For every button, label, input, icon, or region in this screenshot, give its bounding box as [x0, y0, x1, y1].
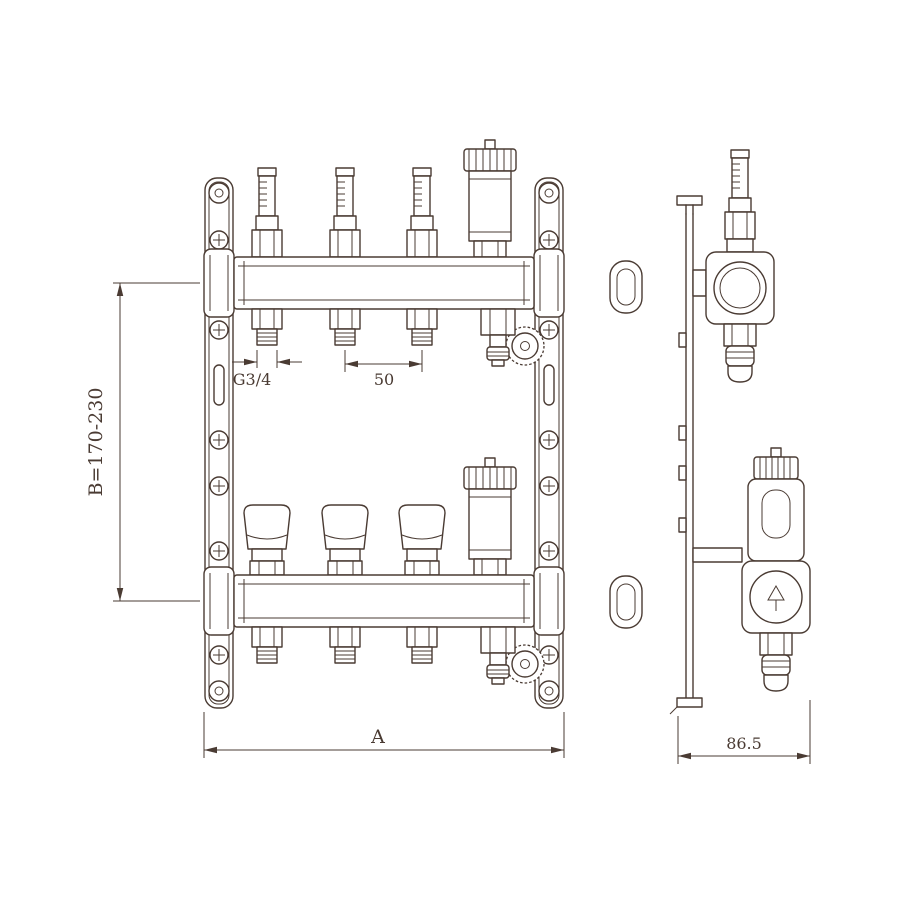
bracket-tab — [678, 332, 687, 348]
air-vent-cap-side — [753, 456, 799, 480]
flow-meter-side — [724, 149, 756, 240]
bracket-hole-top-right — [538, 182, 560, 204]
dimension-86-5: 86.5 — [677, 700, 811, 764]
sight-window — [761, 489, 791, 539]
valve-knob-2 — [321, 504, 369, 576]
bracket-screw — [209, 476, 229, 496]
dimension-b: B=170-230 — [85, 282, 200, 602]
bracket-screw — [209, 430, 229, 450]
side-top-assembly — [705, 149, 775, 383]
manifold-bar-top — [233, 256, 535, 310]
bracket-slot — [213, 364, 225, 406]
bracket-screw — [209, 645, 229, 665]
valve-knob-3 — [398, 504, 446, 576]
flow-meter-1 — [251, 167, 283, 258]
air-vent-bottom — [463, 457, 517, 576]
flow-meter-3 — [406, 167, 438, 258]
bracket-profile — [669, 195, 743, 715]
bracket-screw — [209, 320, 229, 340]
bracket-tab — [678, 517, 687, 533]
bracket-tab — [678, 425, 687, 441]
bracket-hole-bottom-left — [208, 680, 230, 702]
outlet-top-1 — [251, 308, 283, 346]
bracket-screw — [539, 230, 559, 250]
manifold-flange-top-left — [203, 248, 235, 318]
outlet-top-3 — [406, 308, 438, 346]
dimension-a-label: A — [370, 726, 385, 748]
bracket-mount-bottom — [692, 547, 743, 563]
bracket-screw — [539, 320, 559, 340]
valve-knob-1 — [243, 504, 291, 576]
manifold-cross-section-bottom — [741, 560, 811, 634]
air-vent-body-side — [747, 478, 805, 562]
front-view — [203, 139, 643, 709]
dimension-86-5-label: 86.5 — [726, 734, 762, 753]
dimension-50: 50 — [344, 350, 423, 389]
coupling-ring-top — [609, 260, 643, 314]
coupling-ring-bottom — [609, 575, 643, 629]
bracket-mount-top — [692, 269, 707, 297]
bracket-screw — [209, 541, 229, 561]
outlet-bottom-1 — [251, 626, 283, 664]
side-bottom-assembly — [741, 447, 811, 692]
air-vent-top — [463, 139, 517, 258]
dimension-g34-label: G3/4 — [233, 370, 272, 389]
bracket-screw — [539, 541, 559, 561]
manifold-bar-bottom — [233, 574, 535, 628]
bracket-screw — [539, 430, 559, 450]
bracket-screw — [209, 230, 229, 250]
manifold-flange-bottom-right — [533, 566, 565, 636]
bracket-screw — [539, 476, 559, 496]
bracket-tab — [678, 465, 687, 481]
bracket-hole-top-left — [208, 182, 230, 204]
dimension-g34: G3/4 — [232, 350, 302, 389]
outlet-bottom-3 — [406, 626, 438, 664]
bracket-slot — [543, 364, 555, 406]
dimension-50-label: 50 — [374, 370, 394, 389]
manifold-flange-top-right — [533, 248, 565, 318]
drain-valve-side-bottom — [759, 632, 793, 692]
flow-meter-2 — [329, 167, 361, 258]
dimension-b-label: B=170-230 — [85, 388, 107, 497]
manifold-flange-bottom-left — [203, 566, 235, 636]
outlet-bottom-2 — [329, 626, 361, 664]
bracket-hole-bottom-right — [538, 680, 560, 702]
outlet-top-2 — [329, 308, 361, 346]
manifold-cross-section-top — [705, 251, 775, 325]
drain-valve-side-top — [723, 323, 757, 383]
dimension-a: A — [203, 712, 565, 758]
side-view — [669, 149, 811, 715]
